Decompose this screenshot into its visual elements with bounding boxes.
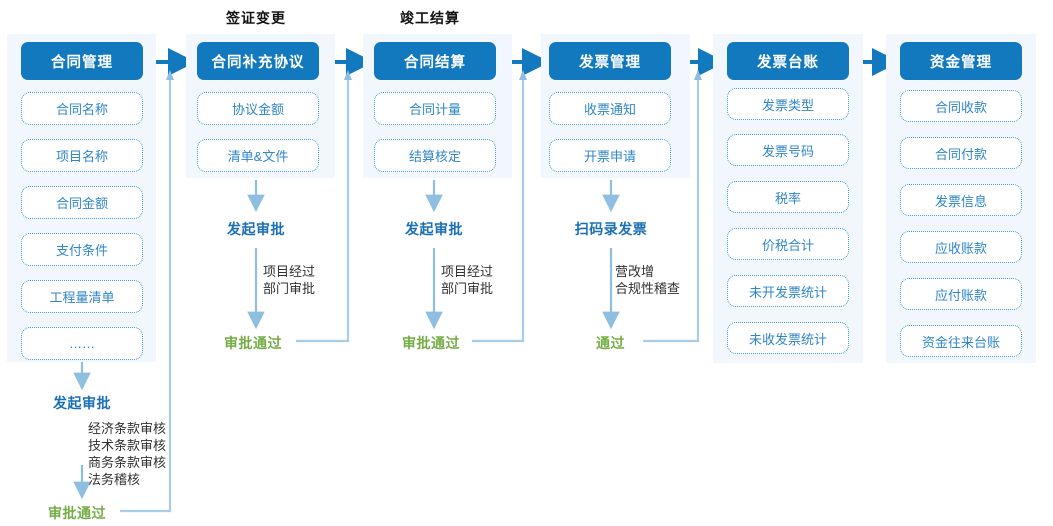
item-invoice-number[interactable]: 发票号码 [727,134,849,166]
header-contract-supplement-agreement[interactable]: 合同补充协议 [197,42,319,80]
flow-pass-1: 审批通过 [48,505,106,521]
item-contract-amount[interactable]: 合同金额 [21,186,143,219]
item-agreement-amount[interactable]: 协议金额 [197,92,319,125]
item-uninvoiced-stats[interactable]: 未开发票统计 [727,275,849,307]
stage-caption-final-settlement: 竣工结算 [400,10,460,26]
flow-start-approval-2: 发起审批 [227,221,285,237]
item-fund-transaction-ledger[interactable]: 资金往来台账 [900,325,1022,357]
item-payment-terms[interactable]: 支付条件 [21,233,143,266]
flow-note-2: 项目经过 部门审批 [263,264,316,296]
flow-pass-4: 通过 [596,335,625,351]
flow-start-approval-3: 发起审批 [405,221,463,237]
item-contract-receipt[interactable]: 合同收款 [900,90,1022,122]
item-unreceived-invoice-stats[interactable]: 未收发票统计 [727,322,849,354]
item-contract-payment[interactable]: 合同付款 [900,137,1022,169]
item-more-ellipsis[interactable]: …… [21,327,143,360]
header-contract-settlement[interactable]: 合同结算 [374,42,496,80]
item-list-and-files[interactable]: 清单&文件 [197,139,319,172]
flow-note-3: 项目经过 部门审批 [441,264,494,296]
header-invoice-ledger[interactable]: 发票台账 [727,42,849,80]
item-bill-of-quantities[interactable]: 工程量清单 [21,280,143,313]
header-contract-management[interactable]: 合同管理 [21,42,143,80]
stage-caption-change-order: 签证变更 [226,10,286,26]
item-contract-name[interactable]: 合同名称 [21,92,143,125]
item-invoicing-request[interactable]: 开票申请 [549,139,671,172]
item-invoice-info[interactable]: 发票信息 [900,184,1022,216]
item-project-name[interactable]: 项目名称 [21,139,143,172]
flow-note-1: 经济条款审核 技术条款审核 商务条款审核 法务稽核 [88,421,167,487]
flow-start-approval-1: 发起审批 [53,395,111,411]
flow-pass-3: 审批通过 [402,335,460,351]
item-accounts-receivable[interactable]: 应收账款 [900,231,1022,263]
item-receipt-notice[interactable]: 收票通知 [549,92,671,125]
item-tax-rate[interactable]: 税率 [727,181,849,213]
flow-note-4: 营改增 合规性稽查 [615,264,681,296]
header-invoice-management[interactable]: 发票管理 [549,42,671,80]
header-fund-management[interactable]: 资金管理 [900,42,1022,80]
item-contract-measurement[interactable]: 合同计量 [374,92,496,125]
flow-pass-2: 审批通过 [224,335,282,351]
flow-scan-invoice-4: 扫码录发票 [574,221,648,237]
item-accounts-payable[interactable]: 应付账款 [900,278,1022,310]
item-price-tax-total[interactable]: 价税合计 [727,228,849,260]
item-settlement-verification[interactable]: 结算核定 [374,139,496,172]
item-invoice-type[interactable]: 发票类型 [727,88,849,120]
